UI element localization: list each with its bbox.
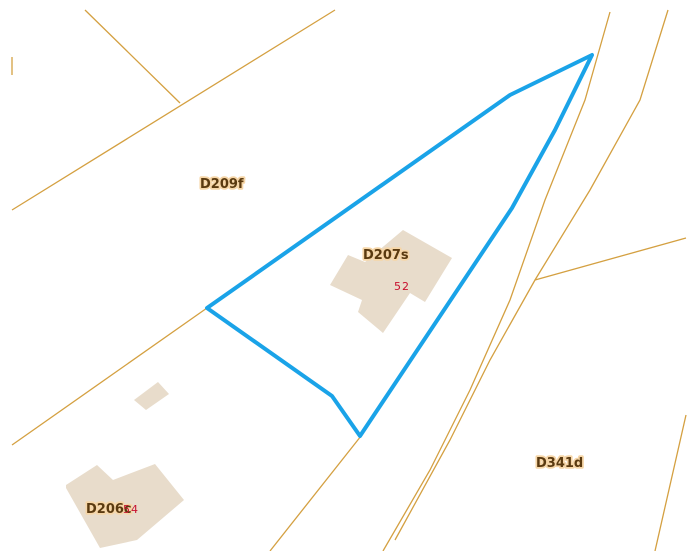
parcel-label-d207s[interactable]: D207s — [361, 246, 410, 265]
parcel-boundary — [534, 237, 687, 281]
buildings — [66, 230, 452, 548]
building-54[interactable] — [66, 464, 184, 548]
building-52[interactable] — [330, 230, 452, 333]
house-number-54: 54 — [123, 503, 139, 516]
parcel-label-d341d[interactable]: D341d — [534, 454, 585, 473]
parcel-boundary — [654, 414, 687, 551]
building-shed[interactable] — [134, 382, 169, 410]
parcel-labels: D209f D207s D206c D341d — [84, 175, 585, 519]
parcel-label-d206c[interactable]: D206c — [84, 500, 133, 519]
parcel-boundary — [84, 9, 181, 104]
parcel-boundary — [11, 307, 208, 446]
parcel-boundary — [382, 11, 611, 551]
parcel-label-d209f[interactable]: D209f — [198, 175, 245, 194]
house-numbers: 52 54 — [123, 280, 410, 516]
selected-parcel-outline[interactable] — [205, 53, 594, 438]
parcel-boundary — [269, 435, 362, 551]
parcel-boundaries — [11, 9, 687, 551]
parcel-boundary — [11, 9, 336, 211]
house-number-52: 52 — [394, 280, 410, 293]
